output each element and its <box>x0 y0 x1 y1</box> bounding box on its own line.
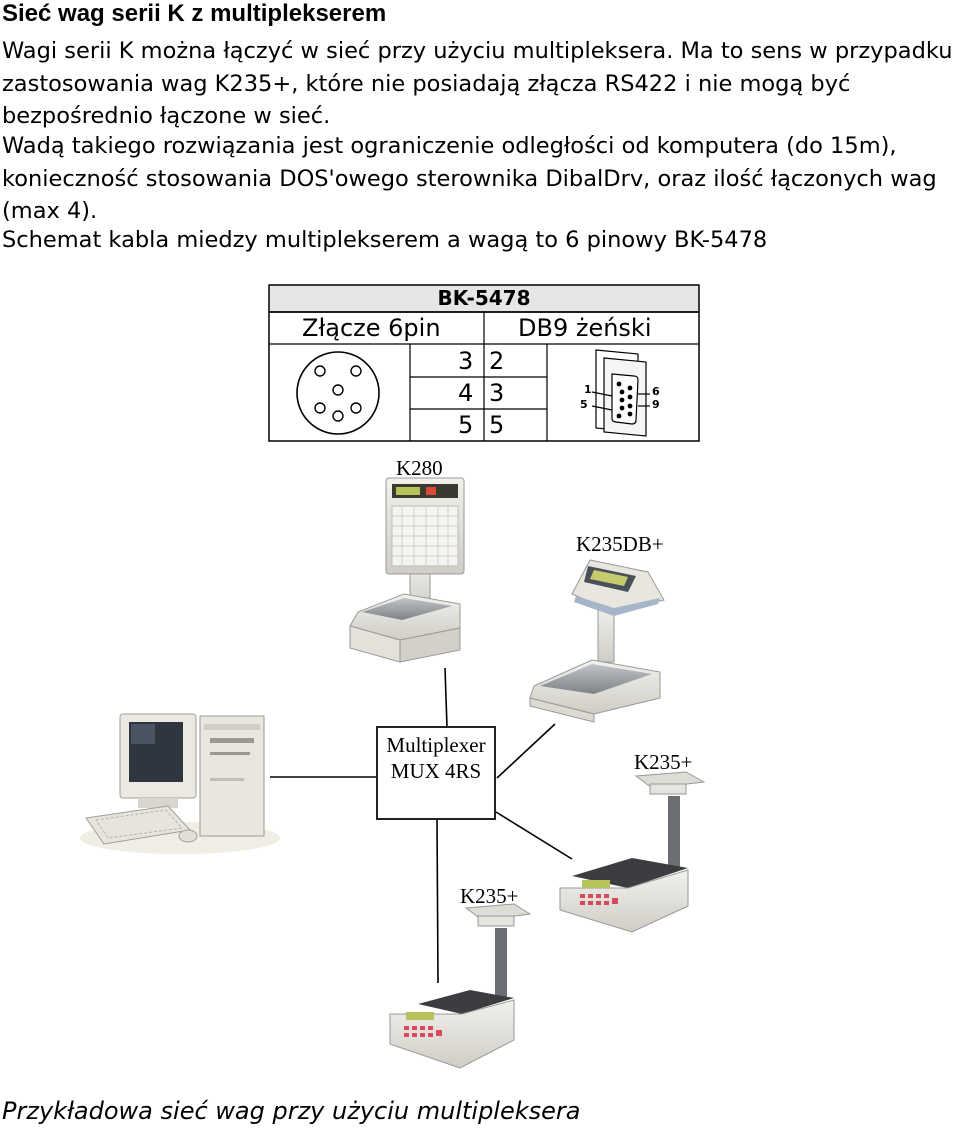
cable-table-grid <box>268 284 700 442</box>
pin6-cell: 4 <box>458 379 474 407</box>
scale-label-k235-right: K235+ <box>634 750 693 774</box>
pin6-cell: 5 <box>458 411 474 439</box>
scale-icon <box>389 903 532 1069</box>
db9-pin-label: 1 <box>584 383 592 396</box>
db9-cell: 5 <box>489 411 505 439</box>
scale-label-k280: K280 <box>396 456 443 480</box>
computer-icon <box>80 713 280 854</box>
scale-icon <box>559 771 706 933</box>
cable-table: BK-5478 Złącze 6pin DB9 żeński 3 2 4 3 5… <box>268 284 700 442</box>
db9-pin-label: 9 <box>652 398 660 411</box>
paragraph-cable: Schemat kabla miedzy multiplekserem a wa… <box>2 227 768 253</box>
db9-pin-label: 6 <box>652 385 660 398</box>
connection-lines <box>270 667 573 984</box>
paragraph-drawbacks: Wadą takiego rozwiązania jest ograniczen… <box>2 133 937 224</box>
pin6-cell: 3 <box>458 347 474 375</box>
col-header-6pin: Złącze 6pin <box>302 314 441 342</box>
multiplexer-label: Multiplexer <box>386 733 486 757</box>
col-header-db9: DB9 żeński <box>518 314 652 342</box>
cable-table-title: BK-5478 <box>437 286 531 310</box>
db9-cell: 2 <box>489 347 505 375</box>
db9-connector-icon <box>591 349 650 437</box>
multiplexer-model: MUX 4RS <box>390 759 482 783</box>
scale-label-k235-bottom: K235+ <box>460 884 519 908</box>
db9-pin-label: 5 <box>580 398 588 411</box>
connector-6pin-icon <box>296 351 380 435</box>
paragraph-intro: Wagi serii K można łączyć w sieć przy uż… <box>2 38 953 129</box>
db9-cell: 3 <box>489 379 505 407</box>
scale-label-k235db: K235DB+ <box>576 532 664 556</box>
figure-caption: Przykładowa sieć wag przy użyciu multipl… <box>2 1097 581 1125</box>
multiplexer-box: Multiplexer MUX 4RS <box>376 726 496 820</box>
page-title: Sieć wag serii K z multiplekserem <box>2 0 387 27</box>
scale-icon <box>529 559 665 723</box>
scale-icon <box>349 477 465 663</box>
